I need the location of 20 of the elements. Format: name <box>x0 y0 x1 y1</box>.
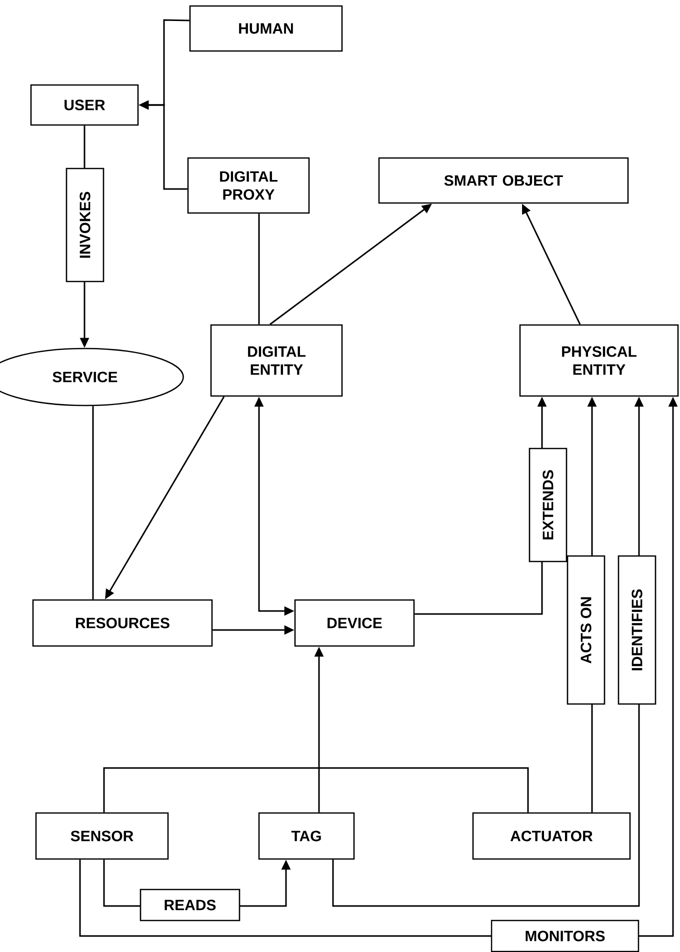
edge-label: INVOKES <box>66 168 104 282</box>
line <box>92 406 94 600</box>
edge-label: IDENTIFIES <box>618 555 656 705</box>
process-box: DIGITAL ENTITY <box>210 324 343 397</box>
process-box: USER <box>30 84 139 126</box>
edge-label: READS <box>140 888 240 922</box>
process-box: ACTUATOR <box>472 812 631 860</box>
process-box: RESOURCES <box>32 599 213 647</box>
process-box: SMART OBJECT <box>378 157 629 204</box>
process-box: SENSOR <box>35 812 169 860</box>
process-box: PHYSICAL ENTITY <box>519 324 679 397</box>
process-box: DEVICE <box>294 599 415 647</box>
line <box>103 767 529 812</box>
process-box: HUMAN <box>189 5 343 52</box>
process-box: TAG <box>258 812 355 860</box>
process-box: DIGITAL PROXY <box>187 157 310 214</box>
edge-label: MONITORS <box>490 920 640 952</box>
edge-label: ACTS ON <box>566 555 606 705</box>
edge-label: EXTENDS <box>528 448 568 562</box>
line <box>258 214 260 324</box>
